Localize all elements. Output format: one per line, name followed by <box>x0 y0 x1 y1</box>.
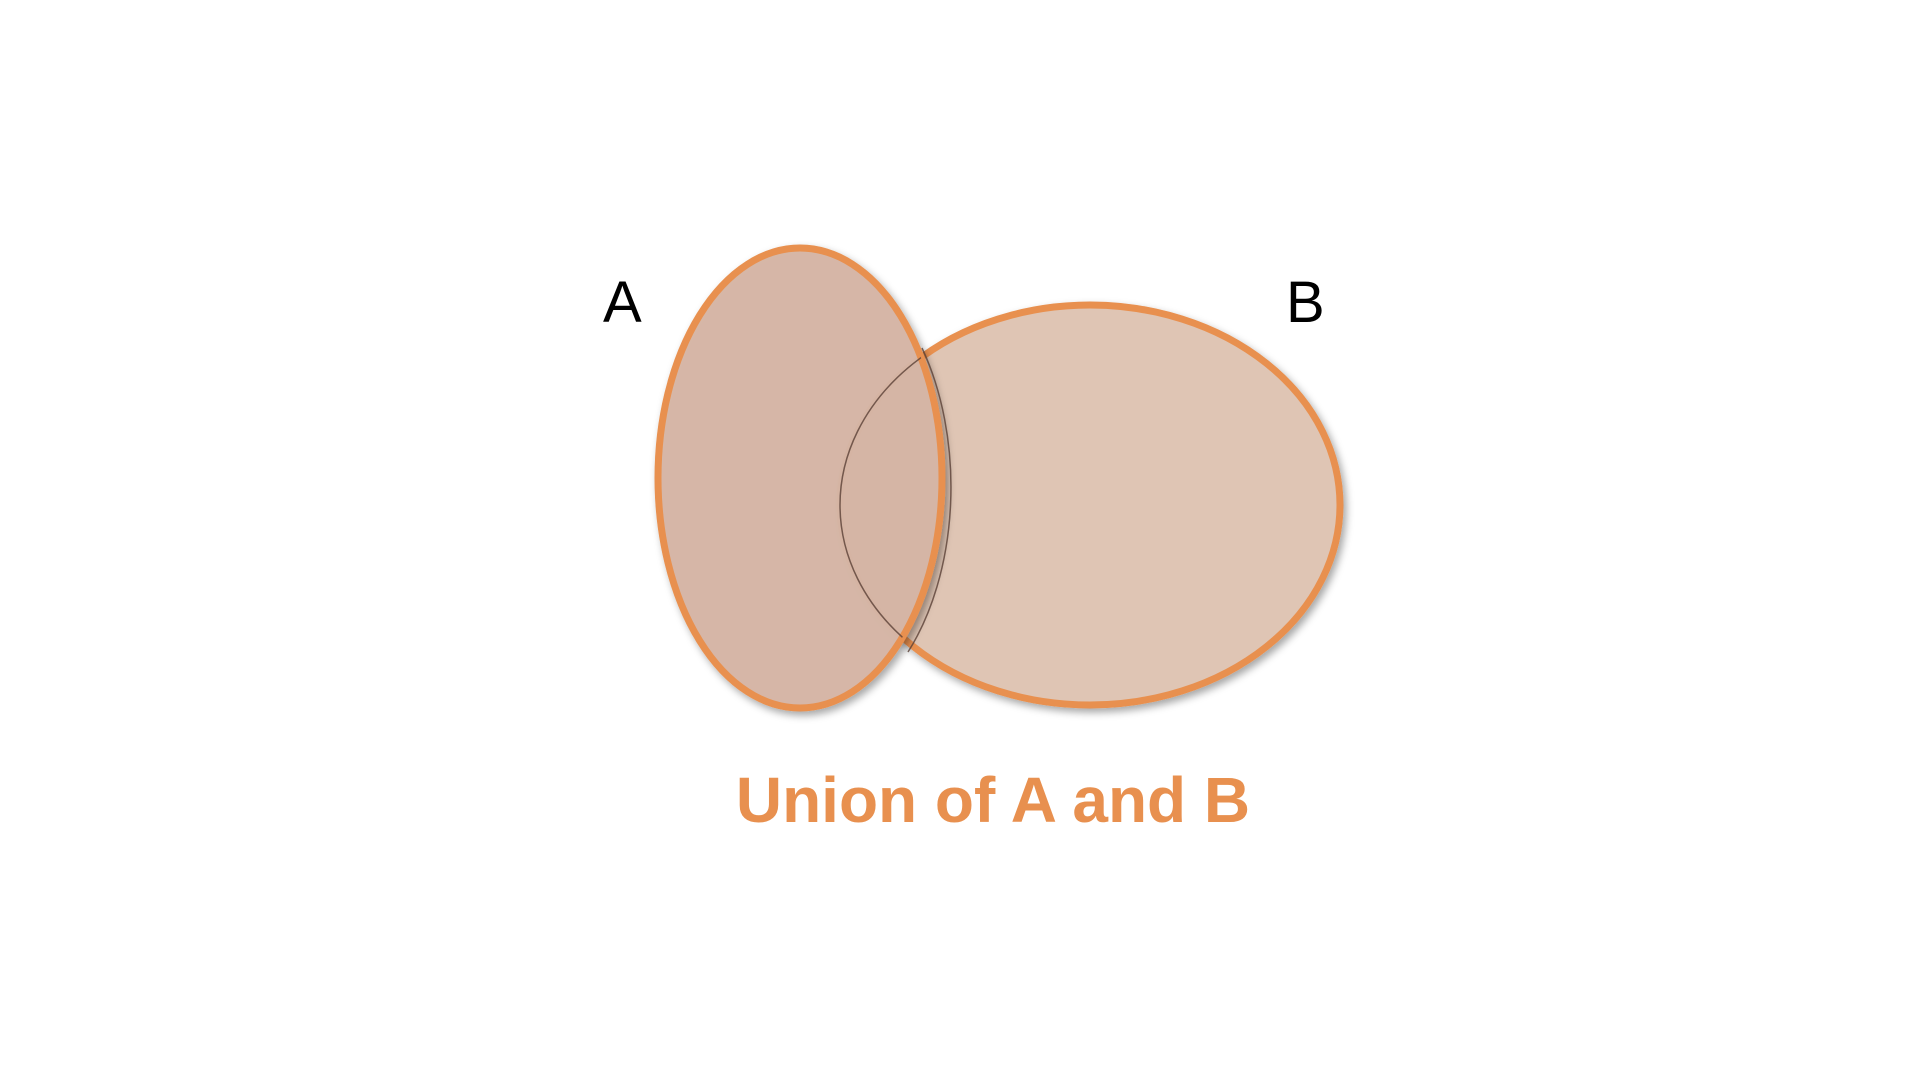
diagram-caption: Union of A and B <box>736 764 1250 836</box>
set-a-label: A <box>603 270 642 335</box>
set-b-label: B <box>1286 270 1325 335</box>
intersection-outline-b <box>839 304 942 706</box>
set-a-ellipse <box>654 244 946 712</box>
intersection-outline-a <box>907 347 952 653</box>
